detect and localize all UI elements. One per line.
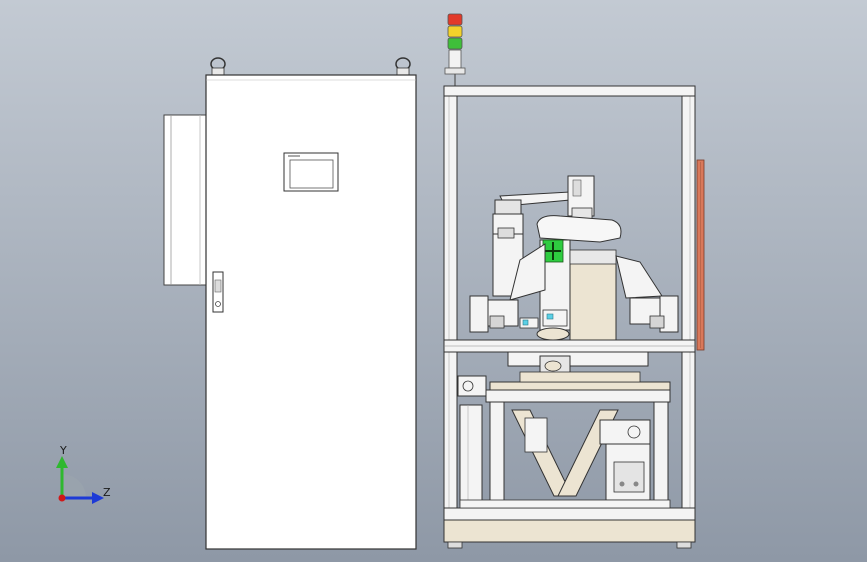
upper-mechanism[interactable]: [469, 175, 679, 341]
machine-frame[interactable]: [443, 85, 705, 549]
triad-y-label: Y: [59, 444, 67, 457]
work-table[interactable]: [457, 351, 671, 509]
lifting-eye-right: [395, 57, 411, 76]
triad-z-label: Z: [103, 486, 111, 499]
machine-base: [443, 519, 696, 543]
cabinet-body: [205, 74, 417, 550]
signal-tower-light: [444, 13, 466, 86]
green-sensor: [542, 239, 564, 263]
cabinet-door-handle[interactable]: [212, 271, 224, 313]
hmi-touch-screen[interactable]: [283, 152, 339, 192]
orientation-triad: Y Z: [56, 444, 111, 504]
electrical-cabinet[interactable]: [163, 57, 417, 550]
lifting-eye-left: [210, 57, 226, 76]
